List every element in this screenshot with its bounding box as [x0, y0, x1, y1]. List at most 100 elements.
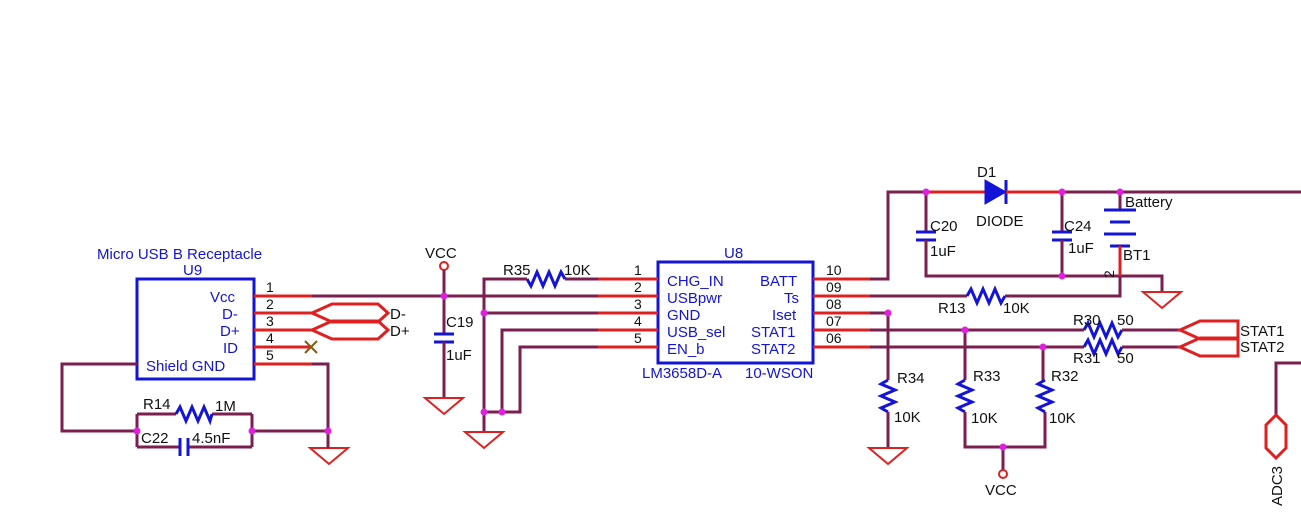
r33-resistor-icon	[954, 378, 976, 414]
u8-pin-num-4: 4	[634, 313, 642, 329]
u9-pin-label-id: ID	[223, 340, 238, 357]
u8-pin-num-07: 07	[826, 313, 842, 329]
junction-dots	[133, 188, 1124, 451]
vcc-c19-network: VCC C19 1uF	[312, 245, 598, 416]
r33-value: 10K	[971, 410, 998, 427]
r31-resistor-icon	[1082, 336, 1124, 358]
net-port-stat1	[1176, 319, 1240, 341]
r34-resistor-icon	[877, 378, 899, 414]
r13-value: 10K	[1003, 300, 1030, 317]
net-port-dplus: D+	[308, 319, 410, 341]
r30-resistor-icon	[1082, 319, 1124, 341]
shield-network: R14 1M C22 4.5nF	[60, 362, 351, 466]
stat2-label: STAT2	[1240, 339, 1284, 356]
r30-ref: R30	[1073, 312, 1101, 329]
ground-icon	[307, 447, 351, 466]
stat-network: R30 50 R31 50 STAT1 STAT2 VCC R33 10K R3…	[870, 312, 1284, 499]
ic-u8: U8 LM3658D-A 10-WSON CHG_IN USBpwr GND U…	[598, 245, 870, 382]
u8-pin-stat2: STAT2	[751, 341, 795, 358]
c19-value: 1uF	[446, 347, 472, 364]
u9-pin-label-dminus: D-	[222, 306, 238, 323]
r33-ref: R33	[973, 368, 1001, 385]
r34-value: 10K	[894, 409, 921, 426]
d1-value: DIODE	[976, 213, 1024, 230]
u9-pin-num-4: 4	[266, 330, 274, 346]
c22-value: 4.5nF	[192, 430, 230, 447]
u8-pin-gnd: GND	[667, 307, 701, 324]
u8-pin-num-2: 2	[634, 279, 642, 295]
u8-pin-iset: Iset	[772, 307, 797, 324]
u8-pin-num-06: 06	[826, 330, 842, 346]
u9-title: Micro USB B Receptacle	[97, 246, 262, 263]
vcc-power-icon	[439, 261, 449, 271]
u8-pin-en-b: EN_b	[667, 341, 705, 358]
u8-pin-stat1: STAT1	[751, 324, 795, 341]
r13-network: R13 10K	[870, 276, 1122, 317]
svg-text:D+: D+	[390, 323, 410, 340]
u8-pin-num-1: 1	[634, 262, 642, 278]
r13-ref: R13	[938, 300, 966, 317]
u9-pin-num-2: 2	[266, 296, 274, 312]
u9-pin-label-dplus: D+	[220, 323, 240, 340]
connector-u9: Micro USB B Receptacle U9 Vcc D- D+ ID S…	[97, 246, 318, 381]
r32-resistor-icon	[1034, 378, 1056, 414]
u8-ref: U8	[724, 245, 743, 262]
u9-pin-label-shield: Shield GND	[146, 358, 225, 375]
d1-diode-icon	[984, 179, 1008, 205]
u8-pin-batt: BATT	[760, 273, 797, 290]
battery-network: D1 DIODE C20 1uF C24 1uF Battery BT1 2	[870, 164, 1301, 310]
u9-pin-num-3: 3	[266, 313, 274, 329]
ground-icon	[866, 447, 910, 466]
r35-resistor-icon	[525, 268, 567, 290]
u8-pin-usb-sel: USB_sel	[667, 324, 725, 341]
u8-package: 10-WSON	[745, 365, 813, 382]
u8-pin-num-3: 3	[634, 296, 642, 312]
vcc-label-bottom: VCC	[985, 482, 1017, 499]
net-port-stat2	[1176, 336, 1240, 358]
ground-icon	[422, 397, 466, 416]
r35-value: 10K	[564, 262, 591, 279]
r34-network: R34 10K	[866, 311, 925, 466]
c24-ref: C24	[1064, 218, 1092, 235]
r30-value: 50	[1117, 312, 1134, 329]
r34-ref: R34	[897, 370, 925, 387]
u8-pin-usbpwr: USBpwr	[667, 290, 722, 307]
stat1-label: STAT1	[1240, 323, 1284, 340]
no-connect-icon	[304, 340, 318, 354]
u9-pin-label-vcc: Vcc	[210, 289, 236, 306]
adc3-label: ADC3	[1269, 466, 1286, 506]
r14-resistor-icon	[174, 403, 214, 426]
u9-pin-num-5: 5	[266, 347, 274, 363]
bt1-ref: BT1	[1123, 247, 1151, 264]
u8-part: LM3658D-A	[642, 365, 722, 382]
c19-ref: C19	[446, 314, 474, 331]
ground-icon	[462, 431, 506, 450]
r14-ref: R14	[143, 396, 171, 413]
vcc-power-icon	[998, 469, 1008, 479]
u9-ref: U9	[183, 262, 202, 279]
u8-pin-num-09: 09	[826, 279, 842, 295]
d1-ref: D1	[977, 164, 996, 181]
u8-pin-chg-in: CHG_IN	[667, 273, 724, 290]
c20-value: 1uF	[930, 243, 956, 260]
ground-icon	[1140, 291, 1184, 310]
adc-network: ADC3	[1264, 361, 1301, 506]
u8-pin-ts: Ts	[784, 290, 799, 307]
u8-pin-num-08: 08	[826, 296, 842, 312]
r32-ref: R32	[1051, 368, 1079, 385]
r35-ref: R35	[503, 262, 531, 279]
bt1-pin: 2	[1101, 270, 1117, 278]
c24-value: 1uF	[1068, 240, 1094, 257]
r31-value: 50	[1117, 350, 1134, 367]
net-port-adc3	[1264, 412, 1288, 461]
r14-value: 1M	[215, 398, 236, 415]
svg-text:D-: D-	[390, 306, 406, 323]
battery-icon	[1104, 208, 1136, 248]
r31-ref: R31	[1073, 350, 1101, 367]
u9-pin-num-1: 1	[266, 279, 274, 295]
r13-resistor-icon	[965, 285, 1007, 307]
c20-ref: C20	[930, 218, 958, 235]
u8-left-wiring: R35 10K	[462, 262, 598, 450]
u8-pin-num-10: 10	[826, 262, 842, 278]
